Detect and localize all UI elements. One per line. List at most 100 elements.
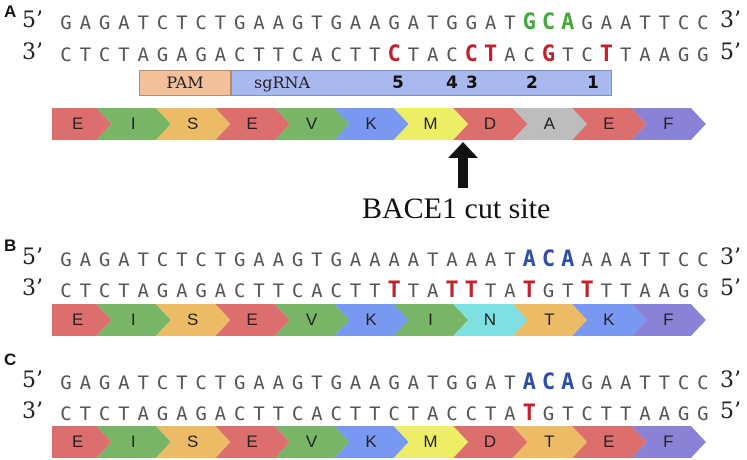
dna-base: G bbox=[233, 12, 246, 34]
dna-base: T bbox=[464, 278, 478, 303]
amino-acid-chevron bbox=[512, 108, 588, 140]
dna-base: A bbox=[349, 249, 362, 271]
dna-base: A bbox=[504, 280, 516, 302]
dna-base: A bbox=[639, 44, 651, 66]
amino-acid-label: F bbox=[663, 432, 674, 451]
amino-acid-label: I bbox=[130, 432, 136, 451]
amino-acid-label: S bbox=[186, 114, 199, 133]
dna-base: C bbox=[195, 249, 207, 271]
dna-base: C bbox=[464, 42, 478, 67]
dna-base: T bbox=[562, 44, 574, 66]
dna-base: T bbox=[118, 44, 130, 66]
dna-base: A bbox=[214, 403, 227, 425]
dna-base: A bbox=[311, 280, 323, 302]
dna-base: G bbox=[233, 372, 246, 394]
dna-base: G bbox=[156, 44, 169, 66]
amino-acid-label: F bbox=[663, 310, 674, 329]
dna-base: G bbox=[291, 12, 304, 34]
dna-base: A bbox=[504, 403, 516, 425]
dna-base: A bbox=[137, 280, 149, 302]
dna-base: G bbox=[446, 12, 458, 34]
dna-base: T bbox=[483, 42, 498, 67]
dna-base: G bbox=[98, 12, 111, 34]
amino-acid-label: V bbox=[305, 432, 318, 451]
dna-base: G bbox=[195, 403, 207, 425]
dna-base: C bbox=[195, 372, 207, 394]
dna-base: T bbox=[79, 280, 92, 302]
amino-acid-chevron bbox=[631, 108, 706, 140]
amino-acid-label: K bbox=[365, 310, 377, 329]
dna-base: T bbox=[484, 280, 497, 302]
amino-acid-chevron bbox=[274, 304, 350, 336]
dna-base: G bbox=[697, 403, 709, 425]
dna-base: C bbox=[98, 44, 111, 66]
dna-base: T bbox=[407, 44, 420, 66]
dna-base: A bbox=[118, 12, 130, 34]
dna-base: A bbox=[253, 249, 265, 271]
amino-acid-chevron bbox=[274, 108, 350, 140]
amino-acid-label: E bbox=[246, 114, 258, 133]
dna-base: G bbox=[330, 249, 342, 271]
dna-base: T bbox=[137, 249, 149, 271]
amino-acid-chevron bbox=[453, 108, 528, 140]
dna-base: T bbox=[658, 372, 671, 394]
dna-base: G bbox=[581, 372, 593, 394]
amino-acid-chevron bbox=[453, 426, 528, 458]
dna-base: A bbox=[118, 249, 130, 271]
amino-acid-label: I bbox=[130, 310, 136, 329]
dna-base: G bbox=[581, 12, 593, 34]
dna-base: T bbox=[272, 403, 285, 425]
dna-base: A bbox=[446, 249, 458, 271]
dna-base: A bbox=[79, 372, 92, 394]
sgrna-position-5: 5 bbox=[392, 73, 404, 93]
dna-base: T bbox=[426, 249, 439, 271]
dna-base: A bbox=[581, 249, 593, 271]
dna-base: C bbox=[697, 372, 709, 394]
dna-base: G bbox=[291, 372, 304, 394]
dna-base: T bbox=[600, 280, 613, 302]
amino-acid-chevron bbox=[52, 426, 112, 458]
dna-base: G bbox=[98, 372, 111, 394]
dna-base: C bbox=[291, 280, 304, 302]
amino-acid-chevron bbox=[274, 426, 350, 458]
dna-base: C bbox=[291, 403, 304, 425]
dna-base: T bbox=[522, 278, 536, 303]
dna-base: G bbox=[195, 44, 207, 66]
dna-base: T bbox=[137, 12, 149, 34]
panel-b-bottom-3prime: 3’ bbox=[22, 276, 43, 301]
panel-c-top-3prime: 3’ bbox=[720, 368, 741, 393]
panel-b-label: B bbox=[4, 236, 17, 255]
dna-base: G bbox=[60, 12, 72, 34]
dna-base: T bbox=[407, 403, 420, 425]
dna-base: C bbox=[446, 403, 458, 425]
dna-base: C bbox=[697, 12, 709, 34]
amino-acid-chevron bbox=[155, 426, 231, 458]
amino-acid-chevron bbox=[572, 304, 647, 336]
amino-acid-label: K bbox=[365, 432, 377, 451]
dna-base: C bbox=[156, 249, 169, 271]
dna-base: C bbox=[330, 403, 342, 425]
dna-base: A bbox=[214, 44, 227, 66]
dna-base: A bbox=[369, 12, 381, 34]
dna-base: T bbox=[619, 44, 632, 66]
dna-base: A bbox=[426, 403, 439, 425]
panel-b-bottom-5prime: 5’ bbox=[720, 276, 741, 301]
dna-base: C bbox=[98, 403, 111, 425]
amino-acid-chevron bbox=[631, 426, 706, 458]
dna-base: T bbox=[311, 12, 323, 34]
dna-base: A bbox=[311, 403, 323, 425]
amino-acid-label: D bbox=[483, 432, 497, 451]
panel-c-bottom-3prime: 3’ bbox=[22, 399, 43, 424]
dna-base: A bbox=[561, 370, 575, 395]
dna-base: A bbox=[639, 280, 651, 302]
dna-base: T bbox=[137, 372, 149, 394]
dna-base: G bbox=[60, 372, 72, 394]
amino-acid-label: E bbox=[72, 432, 84, 451]
dna-base: A bbox=[484, 372, 497, 394]
dna-base: A bbox=[619, 249, 632, 271]
dna-base: A bbox=[426, 44, 439, 66]
dna-base: C bbox=[60, 403, 72, 425]
amino-acid-chevron bbox=[393, 108, 469, 140]
dna-base: C bbox=[233, 44, 246, 66]
